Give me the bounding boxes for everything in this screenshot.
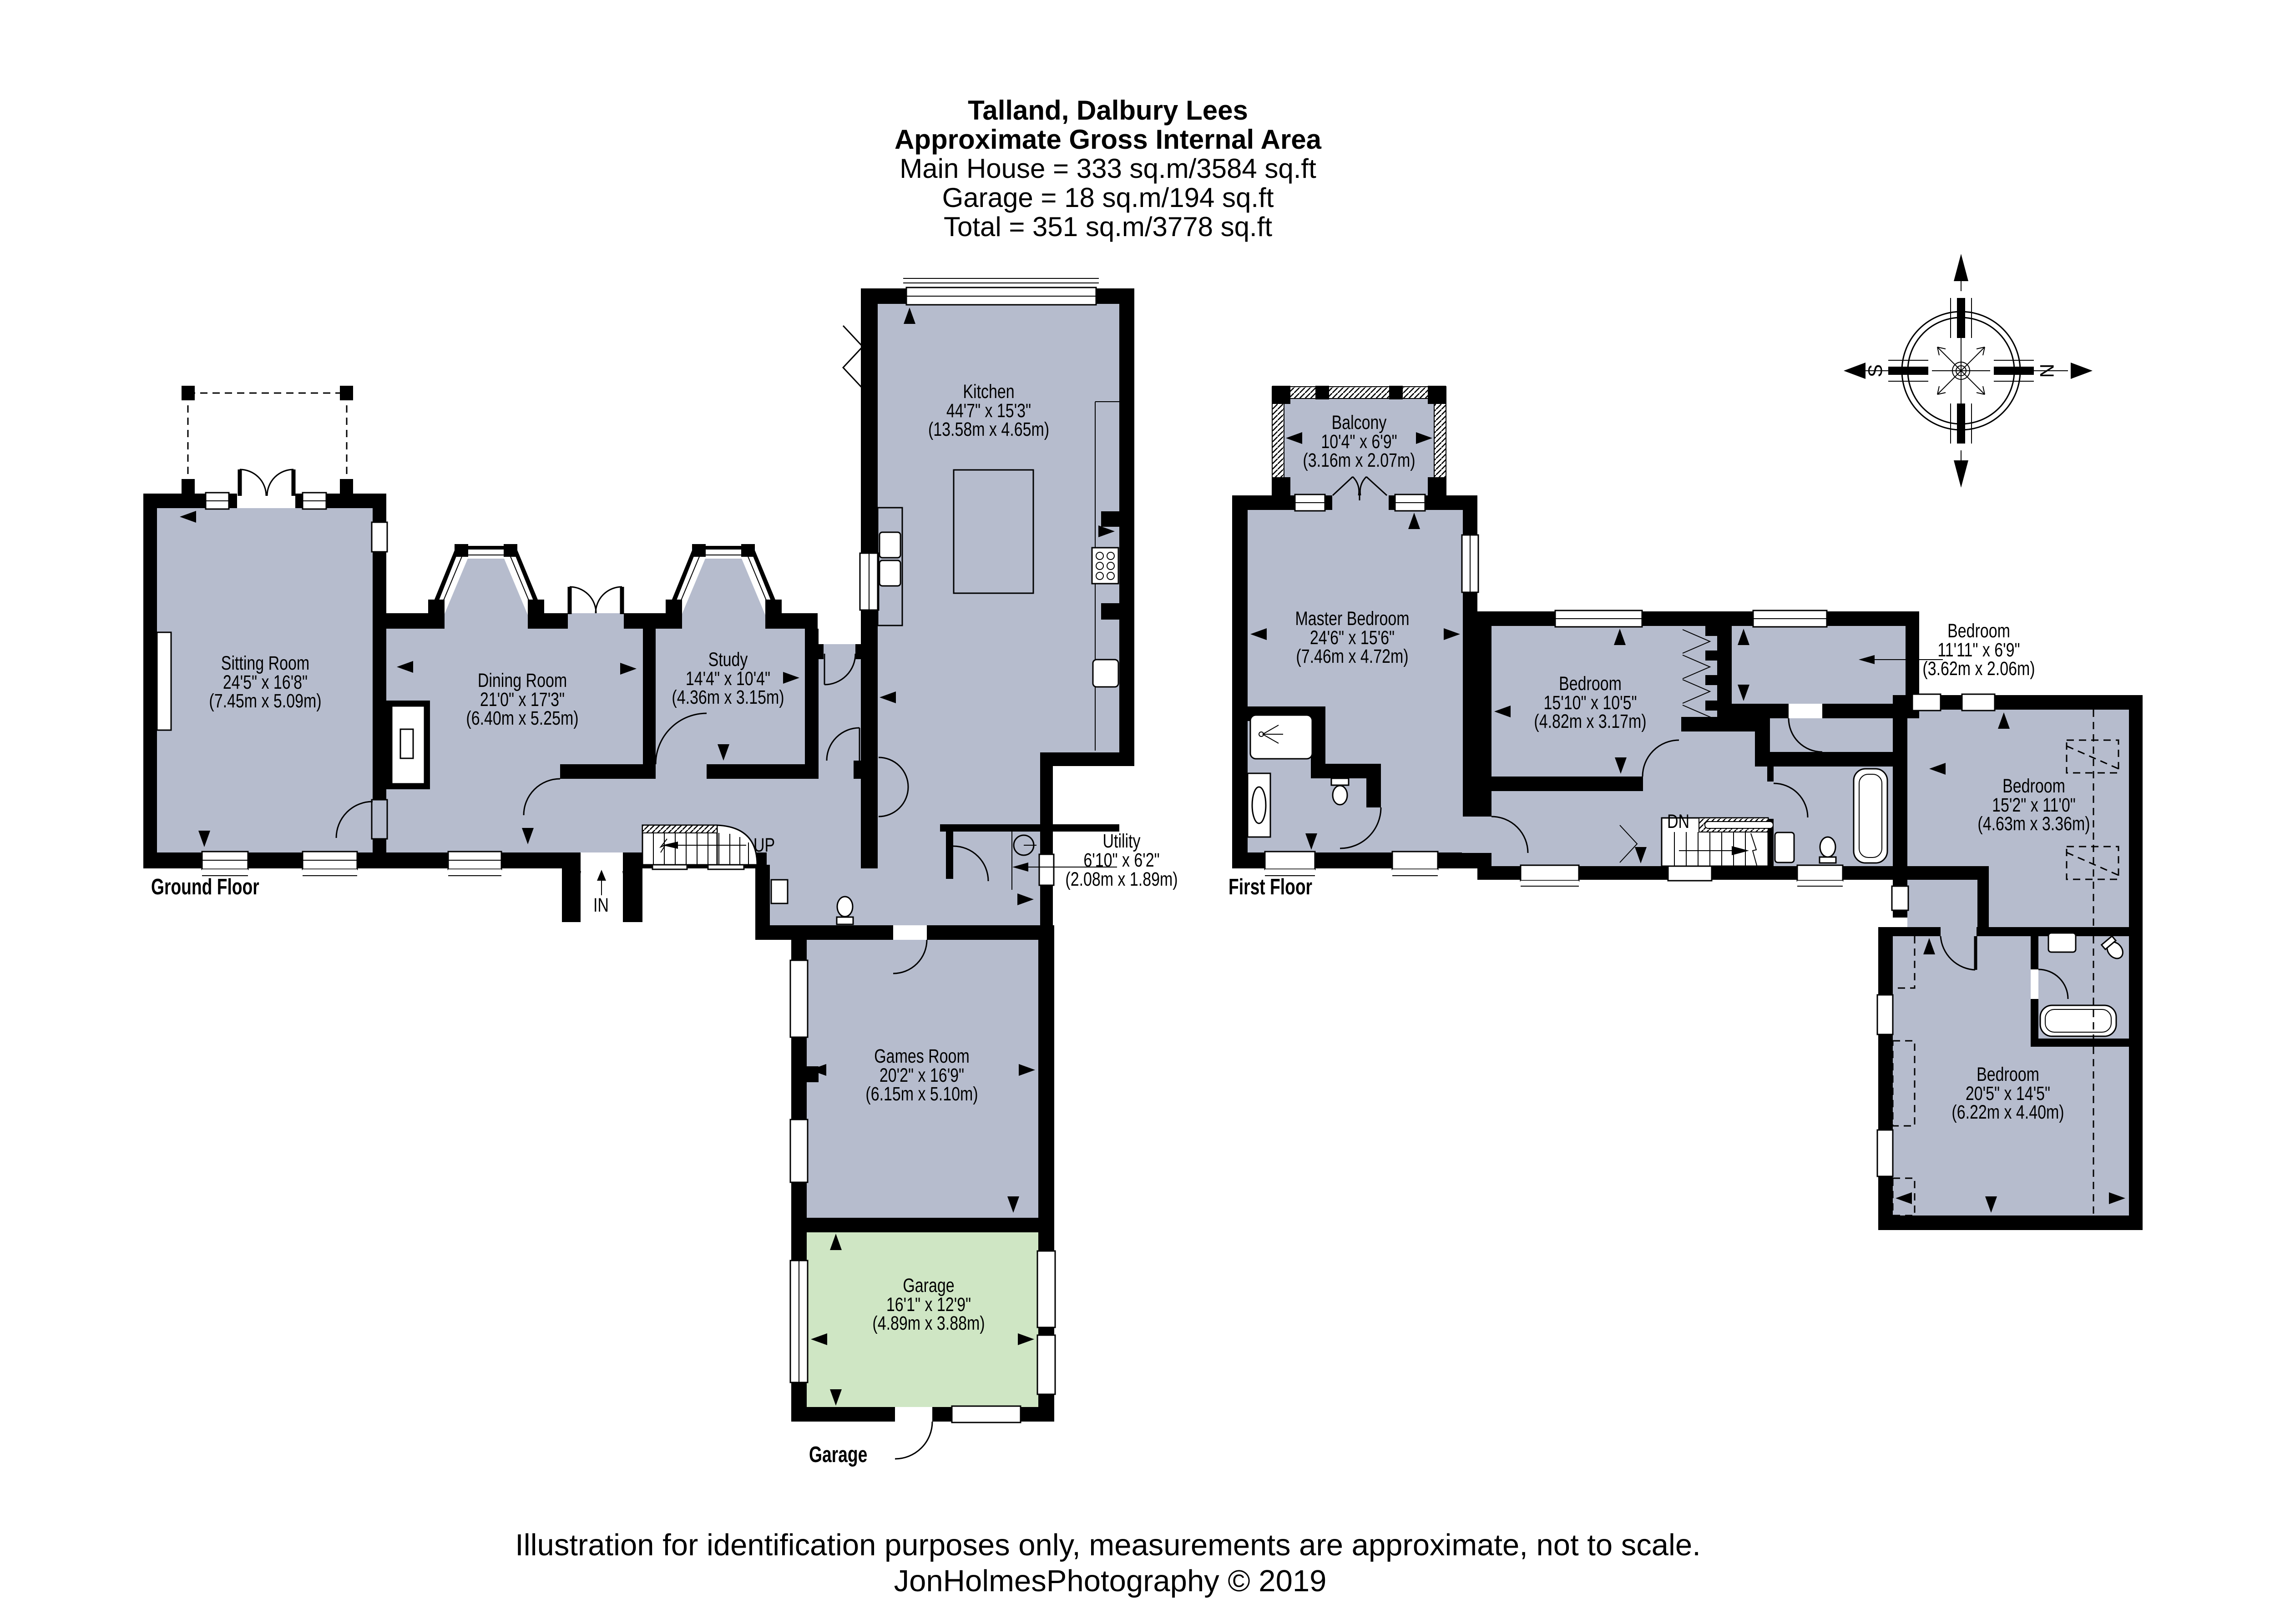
svg-text:10'4" x 6'9": 10'4" x 6'9" xyxy=(1321,431,1397,453)
svg-text:Bedroom: Bedroom xyxy=(1947,620,2010,642)
svg-text:(7.45m x 5.09m): (7.45m x 5.09m) xyxy=(209,690,321,712)
svg-text:Bedroom: Bedroom xyxy=(2002,775,2065,797)
svg-text:21'0" x 17'3": 21'0" x 17'3" xyxy=(480,689,565,711)
svg-text:24'6" x 15'6": 24'6" x 15'6" xyxy=(1310,627,1395,649)
svg-text:Dining Room: Dining Room xyxy=(478,670,567,691)
svg-text:Balcony: Balcony xyxy=(1332,412,1387,434)
svg-text:Total = 351 sq.m/3778 sq.ft: Total = 351 sq.m/3778 sq.ft xyxy=(944,212,1272,242)
svg-text:UP: UP xyxy=(753,834,775,856)
svg-text:N: N xyxy=(2036,363,2058,378)
svg-text:Study: Study xyxy=(708,649,748,671)
svg-text:(2.08m x 1.89m): (2.08m x 1.89m) xyxy=(1065,868,1178,890)
svg-text:24'5" x 16'8": 24'5" x 16'8" xyxy=(223,671,308,693)
svg-text:15'2" x 11'0": 15'2" x 11'0" xyxy=(1992,794,2076,816)
svg-text:(6.22m x 4.40m): (6.22m x 4.40m) xyxy=(1951,1101,2064,1123)
svg-text:(7.46m x 4.72m): (7.46m x 4.72m) xyxy=(1296,646,1408,667)
svg-text:Master Bedroom: Master Bedroom xyxy=(1295,608,1409,630)
svg-text:(13.58m x 4.65m): (13.58m x 4.65m) xyxy=(928,419,1049,440)
svg-text:S: S xyxy=(1865,364,1886,378)
svg-text:11'11" x 6'9": 11'11" x 6'9" xyxy=(1937,639,2020,661)
svg-text:JonHolmesPhotography © 2019: JonHolmesPhotography © 2019 xyxy=(894,1564,1327,1598)
svg-text:IN: IN xyxy=(593,894,609,916)
svg-text:14'4" x 10'4": 14'4" x 10'4" xyxy=(686,668,770,690)
svg-text:(3.16m x 2.07m): (3.16m x 2.07m) xyxy=(1303,449,1415,471)
svg-text:Bedroom: Bedroom xyxy=(1977,1064,2039,1085)
svg-text:(4.36m x 3.15m): (4.36m x 3.15m) xyxy=(672,686,784,708)
svg-text:Games Room: Games Room xyxy=(874,1045,969,1067)
svg-text:20'2" x 16'9": 20'2" x 16'9" xyxy=(880,1064,964,1086)
svg-text:Utility: Utility xyxy=(1102,830,1141,852)
svg-text:Garage: Garage xyxy=(809,1442,867,1467)
svg-text:6'10" x 6'2": 6'10" x 6'2" xyxy=(1083,849,1159,871)
svg-text:Approximate Gross Internal Are: Approximate Gross Internal Area xyxy=(895,124,1322,155)
svg-text:15'10" x 10'5": 15'10" x 10'5" xyxy=(1543,692,1637,714)
svg-text:(4.63m x 3.36m): (4.63m x 3.36m) xyxy=(1977,813,2090,835)
svg-text:DN: DN xyxy=(1667,811,1689,832)
svg-text:First Floor: First Floor xyxy=(1228,875,1312,899)
svg-text:16'1" x 12'9": 16'1" x 12'9" xyxy=(886,1294,971,1316)
svg-text:(3.62m x 2.06m): (3.62m x 2.06m) xyxy=(1922,658,2035,680)
svg-text:Ground Floor: Ground Floor xyxy=(151,875,259,899)
svg-text:Illustration for identificatio: Illustration for identification purposes… xyxy=(515,1528,1701,1562)
svg-text:(4.82m x 3.17m): (4.82m x 3.17m) xyxy=(1534,711,1646,732)
svg-text:Kitchen: Kitchen xyxy=(963,381,1014,403)
svg-text:Bedroom: Bedroom xyxy=(1559,673,1622,695)
svg-text:44'7" x 15'3": 44'7" x 15'3" xyxy=(946,400,1031,422)
svg-text:Garage: Garage xyxy=(903,1275,954,1296)
svg-text:Garage = 18 sq.m/194 sq.ft: Garage = 18 sq.m/194 sq.ft xyxy=(942,182,1274,213)
svg-text:(4.89m x 3.88m): (4.89m x 3.88m) xyxy=(872,1312,985,1334)
svg-text:(6.15m x 5.10m): (6.15m x 5.10m) xyxy=(865,1083,978,1105)
svg-text:(6.40m x 5.25m): (6.40m x 5.25m) xyxy=(466,707,578,729)
svg-text:Talland, Dalbury Lees: Talland, Dalbury Lees xyxy=(968,95,1248,126)
svg-text:20'5" x 14'5": 20'5" x 14'5" xyxy=(1966,1083,2050,1105)
svg-text:Main House = 333 sq.m/3584 sq.: Main House = 333 sq.m/3584 sq.ft xyxy=(900,153,1316,184)
svg-text:Sitting Room: Sitting Room xyxy=(221,652,309,674)
